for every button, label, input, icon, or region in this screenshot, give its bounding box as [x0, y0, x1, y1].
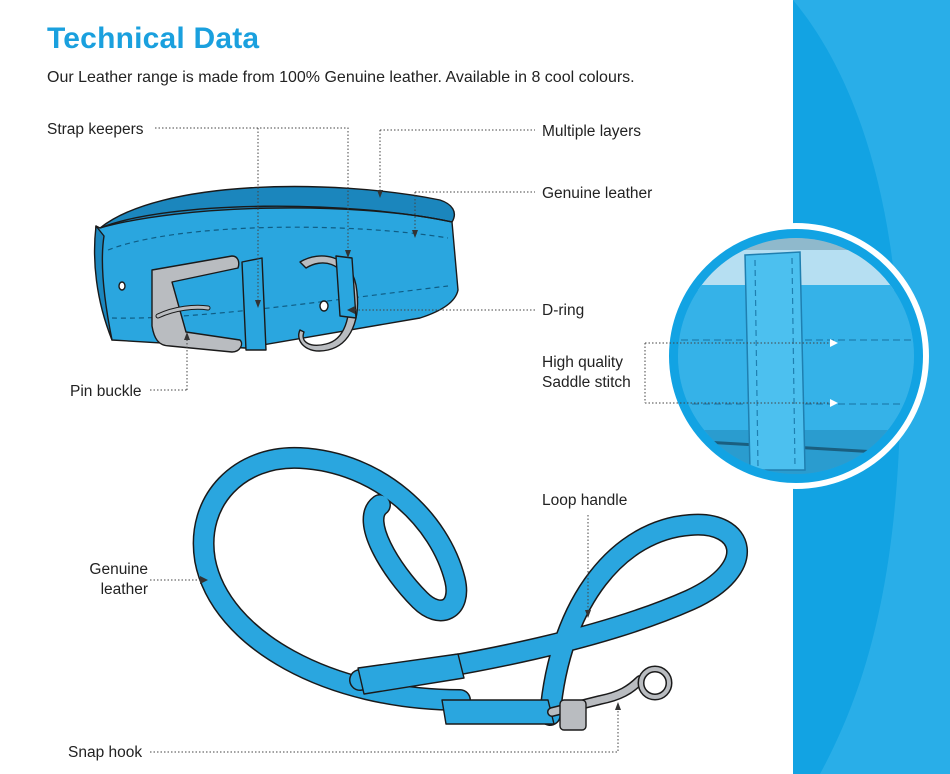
label-genuine-leather-collar: Genuine leather — [542, 185, 653, 202]
label-loop-handle: Loop handle — [542, 492, 628, 509]
label-multiple-layers: Multiple layers — [542, 123, 642, 140]
label-d-ring: D-ring — [542, 302, 585, 319]
label-snap-hook: Snap hook — [68, 744, 143, 761]
collar-illustration — [93, 185, 459, 353]
page-subtitle: Our Leather range is made from 100% Genu… — [47, 69, 635, 86]
lead-illustration — [192, 446, 748, 731]
leader-arrowheads — [184, 190, 838, 710]
stitch-detail-circle — [663, 223, 929, 489]
label-pin-buckle: Pin buckle — [70, 383, 142, 400]
label-saddle-stitch-line1: High quality — [542, 354, 623, 371]
page-title: Technical Data — [47, 22, 260, 55]
label-strap-keepers: Strap keepers — [47, 121, 144, 138]
label-genuine-leather-lead-line2: leather — [100, 581, 148, 598]
label-saddle-stitch-line2: Saddle stitch — [542, 374, 631, 391]
leader-lines — [150, 127, 830, 753]
label-genuine-leather-lead-line1: Genuine — [89, 561, 148, 578]
